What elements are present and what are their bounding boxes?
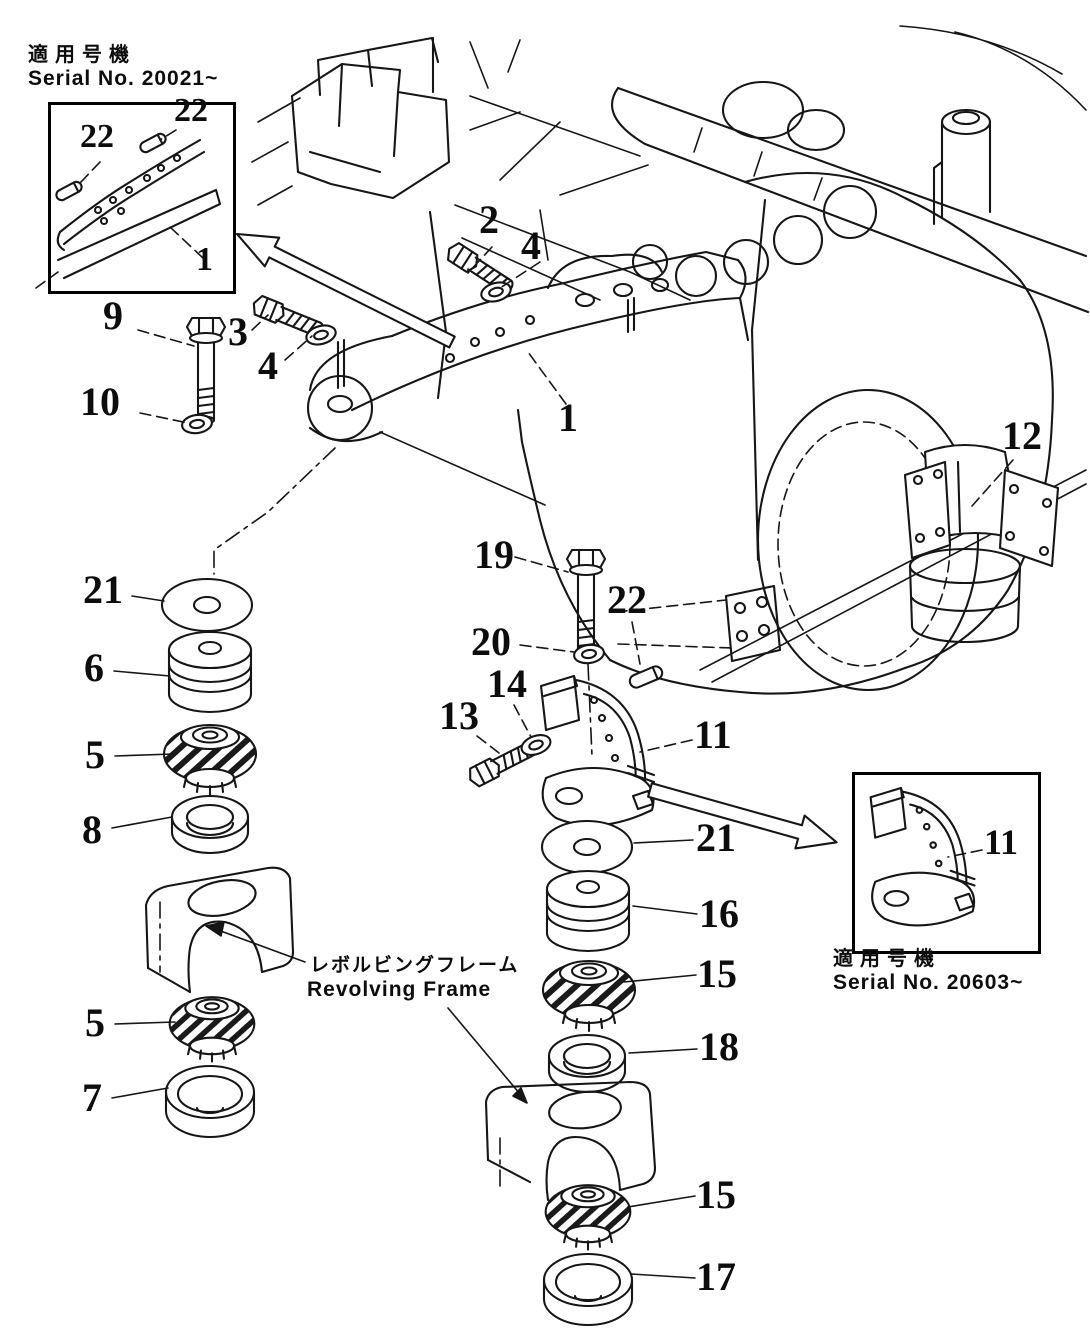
inset1-machine-label-jp: 適用号機 (28, 44, 136, 66)
callout-22-inset1-right: 22 (174, 92, 208, 129)
cup-7 (164, 1064, 256, 1139)
mount-6 (167, 630, 253, 714)
left-mount-stack (160, 577, 258, 1139)
callout-22-inset1-left: 22 (80, 118, 114, 155)
callout-6: 6 (84, 645, 104, 690)
revolving-frame-label-en: Revolving Frame (307, 978, 492, 1001)
callout-20: 20 (471, 619, 511, 664)
middle-mount-stack (540, 819, 637, 1327)
mount-5-upper (162, 723, 258, 797)
inset2-serial-label: Serial No. 20603~ (833, 971, 1024, 994)
callout-11: 11 (694, 712, 732, 757)
callout-7: 7 (82, 1075, 102, 1120)
callout-11-inset2: 11 (984, 822, 1019, 862)
mount-15-lower (544, 1184, 632, 1251)
inset-box-serial-20021 (48, 102, 236, 294)
callout-15-lower: 15 (696, 1172, 736, 1217)
washer-21-left (160, 577, 254, 633)
revolving-frame-left (146, 868, 293, 992)
part-12-bracket (905, 445, 1058, 642)
callout-5-lower: 5 (85, 1000, 105, 1045)
revolving-frame-pointers (206, 922, 527, 1103)
callout-13: 13 (439, 693, 479, 738)
washer-10 (179, 411, 215, 437)
cup-17 (542, 1252, 634, 1327)
washer-4-left (303, 321, 339, 349)
part-1-mount-rail (308, 252, 748, 441)
callout-9: 9 (103, 293, 123, 338)
callout-2: 2 (479, 197, 499, 242)
callout-16: 16 (699, 891, 739, 936)
washer-21-mid (540, 819, 634, 875)
leader-lines (112, 247, 1013, 1278)
arrow-to-inset-bottom-right (648, 783, 837, 848)
callout-21-mid: 21 (696, 815, 736, 860)
ring-8 (170, 794, 250, 855)
view-arrows (237, 234, 837, 848)
callout-1-inset1: 1 (196, 241, 213, 278)
callout-18: 18 (699, 1024, 739, 1069)
inset1-art (36, 130, 220, 288)
callout-15-upper: 15 (697, 951, 737, 996)
callout-4-left: 4 (258, 343, 278, 388)
callout-8: 8 (82, 807, 102, 852)
bolt-19 (565, 548, 607, 657)
pin-22 (626, 663, 666, 691)
callout-19: 19 (474, 532, 514, 577)
callout-21-left: 21 (83, 567, 123, 612)
callout-22: 22 (607, 577, 647, 622)
part-11-bracket (539, 674, 656, 827)
callout-4-right: 4 (521, 223, 541, 268)
mount-5-lower (168, 996, 256, 1063)
washer-14 (517, 730, 555, 760)
bolt-9 (185, 316, 227, 425)
callout-14: 14 (487, 661, 527, 706)
revolving-frame-label-jp: レボルビングフレーム (310, 955, 520, 976)
engine-line-art (252, 26, 1088, 694)
inset1-serial-label: Serial No. 20021~ (28, 67, 219, 90)
inset2-art (869, 787, 982, 927)
callout-5-upper: 5 (85, 732, 105, 777)
callout-10: 10 (80, 379, 120, 424)
callout-17: 17 (696, 1254, 736, 1299)
callout-12: 12 (1002, 413, 1042, 458)
inset-box-serial-20603 (852, 772, 1041, 954)
arrow-to-inset-top-left (237, 234, 455, 347)
mount-15-upper (541, 959, 637, 1033)
inset2-machine-label-jp: 適用号機 (833, 948, 941, 970)
callout-1: 1 (558, 395, 578, 440)
callout-3: 3 (228, 309, 248, 354)
revolving-frame-bottom (486, 1082, 655, 1200)
centerlines (214, 448, 592, 756)
mount-16 (545, 869, 631, 953)
